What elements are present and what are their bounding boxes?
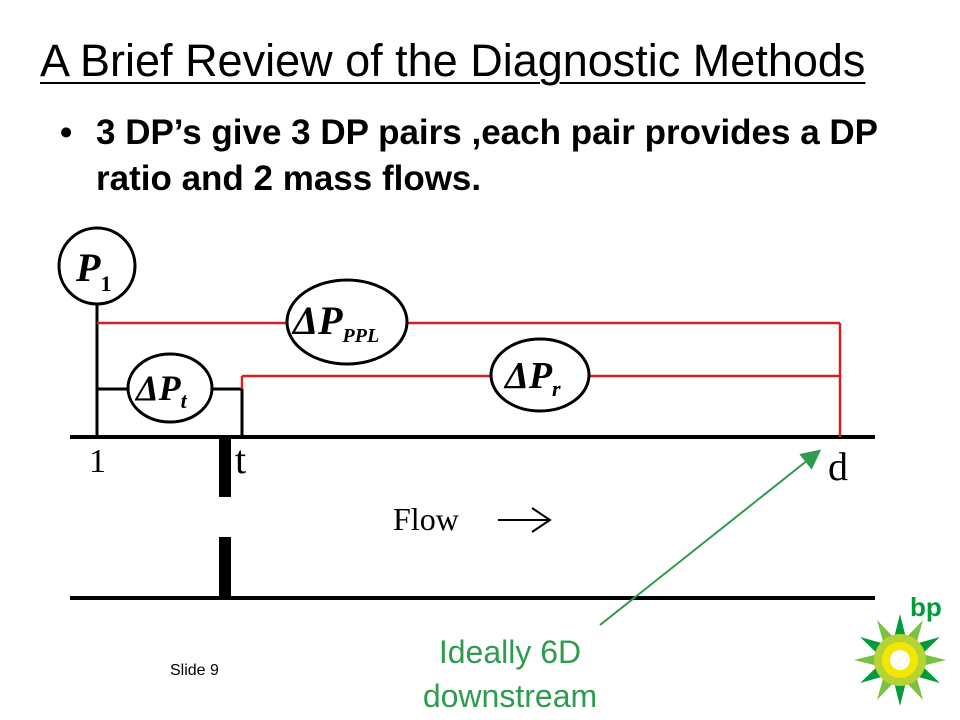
callout-line-2: downstream — [422, 678, 598, 714]
bp-logo-icon: bp — [854, 592, 946, 706]
bullet-text: 3 DP’s give 3 DP pairs ,each pair provid… — [96, 113, 878, 198]
p1-main: P — [75, 245, 101, 290]
dp-ppl-label: ΔPPPL — [291, 298, 379, 347]
p1-gauge-circle — [57, 226, 137, 306]
p1-sub: 1 — [100, 271, 111, 296]
bp-logo-text: bp — [910, 592, 942, 622]
dp-r-ellipse — [489, 337, 591, 413]
dp-ppl-ellipse — [285, 278, 409, 366]
dp-t-sub: t — [181, 388, 188, 413]
bullet-dot: • — [60, 113, 73, 152]
dp-r-label: ΔPr — [503, 355, 561, 401]
dp-t-main: ΔP — [134, 368, 182, 408]
dp-r-sub: r — [552, 376, 561, 401]
orifice-plate-lower — [219, 537, 231, 598]
dp-ppl-main: ΔP — [291, 298, 343, 343]
flow-label: Flow — [393, 501, 459, 537]
slide-number: Slide 9 — [170, 662, 219, 679]
flow-arrow-icon — [498, 507, 552, 533]
dp-r-main: ΔP — [503, 355, 553, 397]
p1-label: P1 — [75, 245, 111, 296]
helios-sunburst — [854, 614, 946, 706]
dp-ppl-sub: PPL — [342, 325, 380, 347]
slide-title: A Brief Review of the Diagnostic Methods — [40, 35, 866, 86]
tap-label-upstream: 1 — [89, 443, 106, 480]
dp-t-label: ΔPt — [134, 368, 188, 413]
tap-label-throat: t — [235, 437, 246, 482]
callout-arrow — [599, 449, 822, 626]
downstream-callout: Ideally 6D downstream — [390, 630, 630, 718]
dp-t-ellipse — [126, 352, 214, 424]
tap-label-downstream: d — [828, 444, 848, 489]
orifice-plate-upper — [219, 437, 231, 497]
callout-line-1: Ideally 6D — [438, 634, 582, 670]
